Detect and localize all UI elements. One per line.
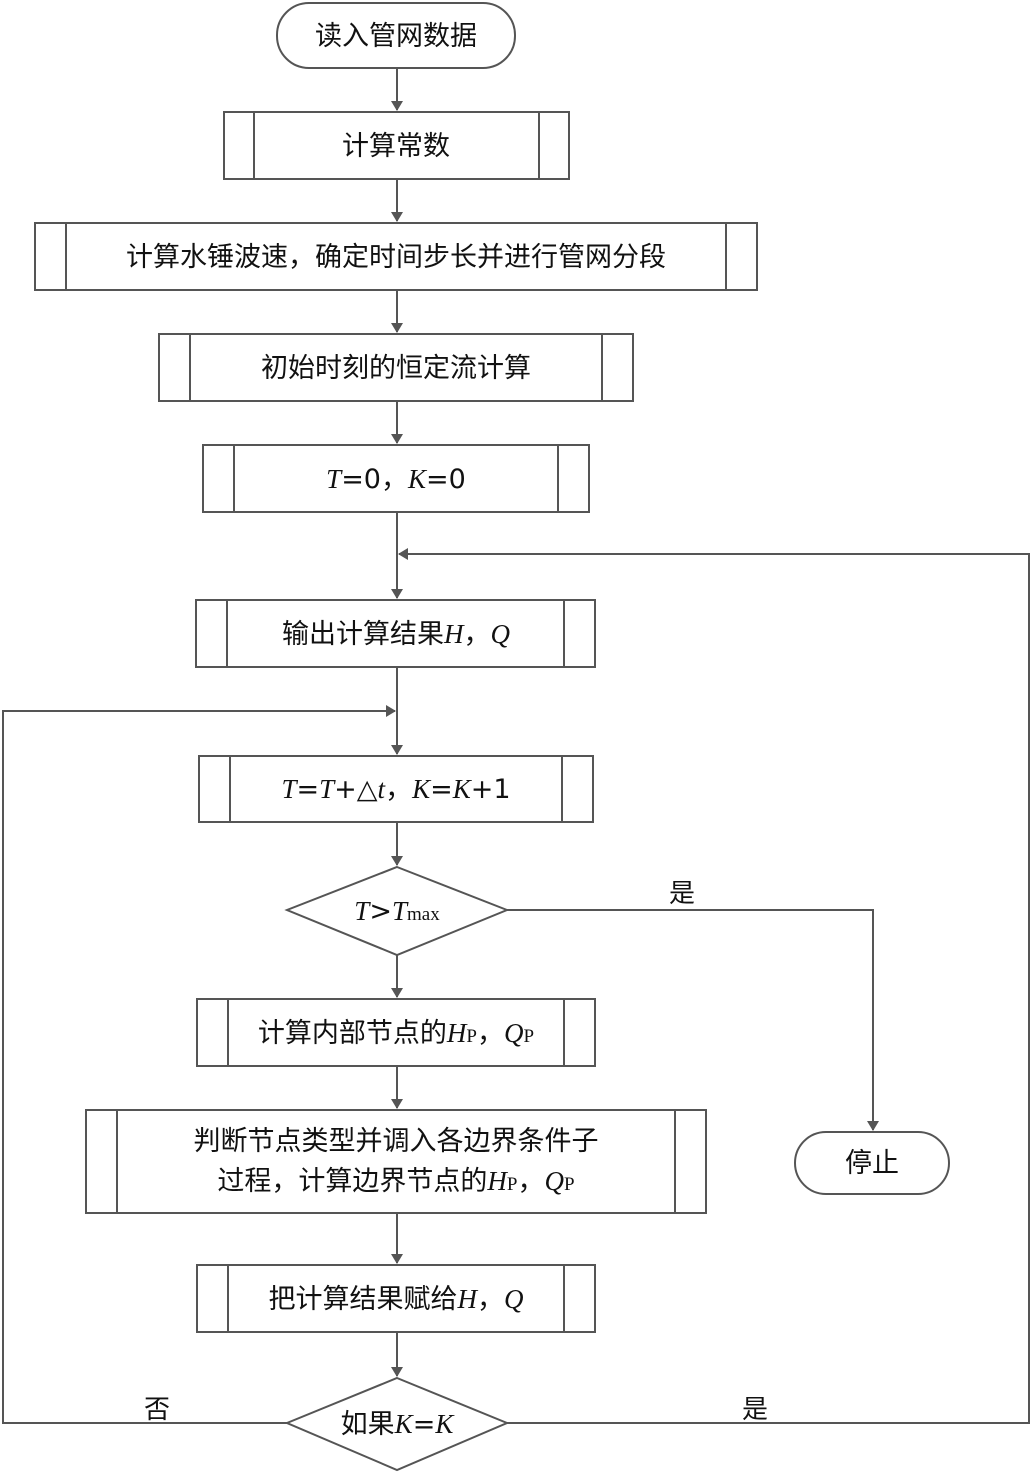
node-assign-results-label: 把计算结果赋给H，Q xyxy=(269,1284,524,1315)
node-cond-tmax: T>Tmax xyxy=(284,865,510,957)
node-internal-nodes: 计算内部节点的HP，QP xyxy=(196,998,596,1067)
node-init-tk-label: T=0，K=0 xyxy=(326,464,466,495)
node-start: 读入管网数据 xyxy=(276,2,516,69)
node-output-results-label: 输出计算结果H，Q xyxy=(282,619,510,650)
edge-cond-tmax-yes-to-stop xyxy=(507,909,879,1131)
node-initial-steady-label: 初始时刻的恒定流计算 xyxy=(261,353,531,384)
node-cond-k: 如果K=K xyxy=(284,1376,510,1472)
edge-cond-k-no-loop xyxy=(2,705,396,1424)
node-wave-speed-label: 计算水锤波速，确定时间步长并进行管网分段 xyxy=(126,242,666,273)
node-compute-constants-label: 计算常数 xyxy=(342,131,450,162)
edge-cond-k-yes-loop xyxy=(398,548,1030,1424)
node-boundary-label-line1: 判断节点类型并调入各边界条件子 xyxy=(194,1126,599,1157)
node-compute-constants: 计算常数 xyxy=(223,111,570,180)
node-output-results: 输出计算结果H，Q xyxy=(195,599,596,668)
node-assign-results: 把计算结果赋给H，Q xyxy=(196,1264,596,1333)
edge-label-k-yes: 是 xyxy=(742,1395,768,1425)
node-cond-k-label: 如果K=K xyxy=(341,1409,456,1440)
edge-label-k-no: 否 xyxy=(144,1395,170,1425)
node-internal-nodes-label: 计算内部节点的HP，QP xyxy=(258,1018,534,1049)
edge-label-tmax-yes: 是 xyxy=(669,879,695,909)
node-cond-tmax-label: T>Tmax xyxy=(354,896,440,927)
node-boundary-label-line2: 过程，计算边界节点的HP，QP xyxy=(217,1166,574,1197)
node-increment-label: T=T+△t，K=K+1 xyxy=(281,774,510,805)
node-start-label: 读入管网数据 xyxy=(315,21,477,52)
node-stop: 停止 xyxy=(794,1131,950,1195)
edges xyxy=(2,68,1030,1424)
node-initial-steady: 初始时刻的恒定流计算 xyxy=(158,333,634,402)
node-wave-speed: 计算水锤波速，确定时间步长并进行管网分段 xyxy=(34,222,758,291)
node-boundary: 判断节点类型并调入各边界条件子 过程，计算边界节点的HP，QP xyxy=(85,1109,707,1214)
node-increment: T=T+△t，K=K+1 xyxy=(198,755,594,823)
node-stop-label: 停止 xyxy=(845,1148,899,1179)
node-init-tk: T=0，K=0 xyxy=(202,444,590,513)
